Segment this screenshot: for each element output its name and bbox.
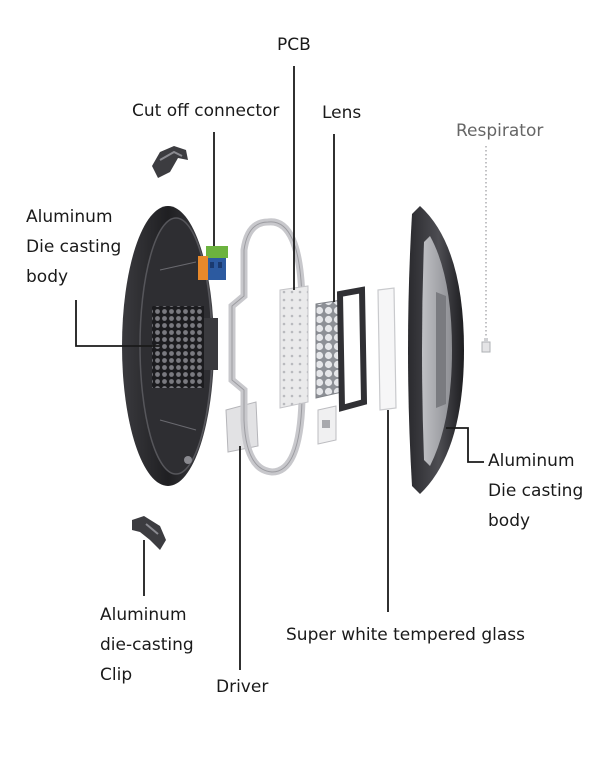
front-cover xyxy=(408,206,464,494)
label-lens: Lens xyxy=(322,98,361,128)
lens-frame xyxy=(340,290,364,408)
pcb-module xyxy=(318,406,336,444)
bottom-clip xyxy=(132,516,166,550)
label-pcb: PCB xyxy=(277,30,311,60)
label-aluminum-body-right: Aluminum Die casting body xyxy=(488,446,583,536)
label-driver: Driver xyxy=(216,672,268,702)
cut-off-connector xyxy=(198,246,228,280)
label-aluminum-body-left: Aluminum Die casting body xyxy=(26,202,121,292)
top-clip xyxy=(152,146,188,178)
heatsink-fins xyxy=(152,306,204,388)
label-cut-off-connector: Cut off connector xyxy=(132,96,279,126)
label-aluminum-clip: Aluminum die-casting Clip xyxy=(100,600,194,690)
tempered-glass xyxy=(378,288,396,410)
pcb-board xyxy=(280,286,308,408)
respirator-valve xyxy=(482,338,490,352)
label-super-white-tempered-glass: Super white tempered glass xyxy=(286,620,525,650)
label-respirator: Respirator xyxy=(456,116,543,146)
